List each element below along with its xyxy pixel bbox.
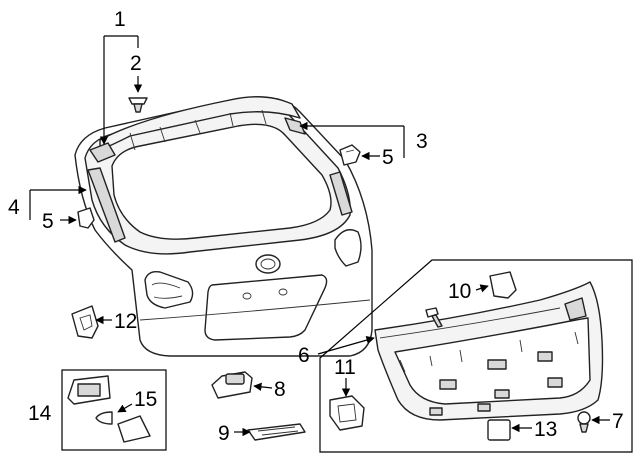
callout-2: 2 bbox=[130, 52, 142, 75]
bracket-part-5-right bbox=[339, 144, 361, 166]
callout-6: 6 bbox=[298, 344, 310, 367]
leader-lines bbox=[29, 35, 610, 437]
lock-part-12 bbox=[71, 305, 99, 339]
cap-part-13 bbox=[487, 419, 511, 441]
callout-7: 7 bbox=[612, 410, 624, 433]
callout-12: 12 bbox=[114, 310, 137, 333]
cover-part-11 bbox=[329, 395, 365, 431]
license-lamp-part-8 bbox=[211, 371, 253, 399]
callout-11: 11 bbox=[334, 356, 356, 379]
callout-3: 3 bbox=[416, 130, 428, 153]
liftgate-assembly bbox=[74, 96, 373, 357]
bracket-part-5-left bbox=[77, 207, 95, 229]
callout-5-left: 5 bbox=[42, 210, 54, 233]
callout-8: 8 bbox=[274, 378, 286, 401]
callout-9: 9 bbox=[218, 422, 230, 445]
clip-part-7 bbox=[577, 411, 591, 433]
inset-box-14-15 bbox=[61, 369, 167, 451]
callout-13: 13 bbox=[534, 418, 557, 441]
cover-part-10 bbox=[489, 271, 517, 299]
callout-labels: 1 2 3 5 4 5 6 7 8 9 10 11 12 13 14 15 bbox=[8, 8, 624, 445]
callout-14: 14 bbox=[28, 402, 52, 425]
lamp-lens-part-9 bbox=[247, 423, 306, 441]
callout-10: 10 bbox=[448, 280, 471, 303]
callout-1: 1 bbox=[114, 8, 126, 31]
callout-5-right: 5 bbox=[382, 146, 394, 169]
trim-panel-box bbox=[319, 259, 633, 453]
clip-part-2 bbox=[128, 97, 148, 113]
bolt bbox=[425, 307, 443, 328]
trim-panel-assembly bbox=[374, 281, 604, 421]
callout-4: 4 bbox=[8, 196, 20, 219]
callout-15: 15 bbox=[134, 388, 157, 411]
